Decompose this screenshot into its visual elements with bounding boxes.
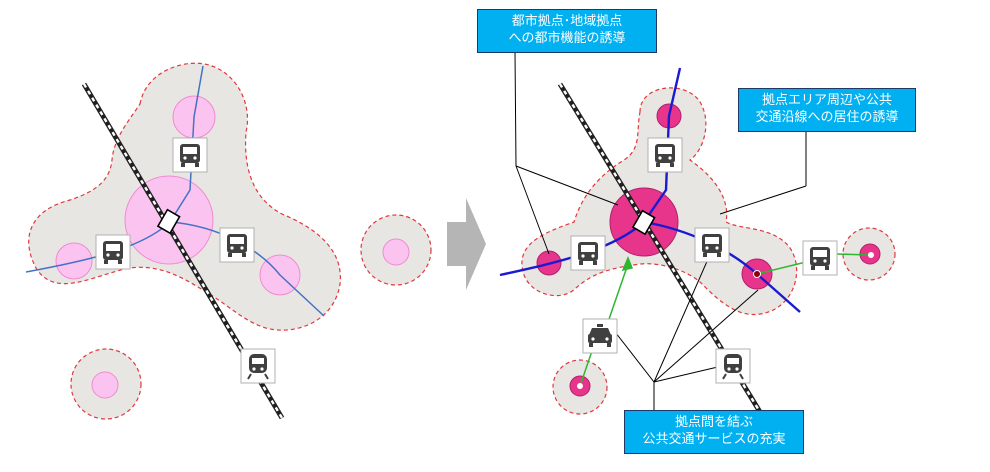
callout-text: 拠点間を結ぶ — [674, 415, 753, 430]
callout-text: への都市機能の誘導 — [508, 31, 626, 46]
route-node — [577, 383, 583, 389]
callout-text: 都市拠点･地域拠点 — [511, 14, 623, 29]
left-panel — [25, 62, 432, 420]
leader-lines — [514, 51, 807, 410]
hub-west — [55, 242, 93, 280]
callout-text: 公共交通サービスの充実 — [642, 432, 786, 447]
bus-icon — [647, 137, 683, 173]
route-node — [753, 270, 761, 278]
bus-icon — [95, 234, 131, 270]
bus-icon — [802, 240, 838, 276]
callout-text: 交通沿線への居住の誘導 — [755, 110, 899, 125]
callout-transit: 拠点間を結ぶ 公共交通サービスの充実 — [624, 410, 804, 454]
bus-icon — [172, 137, 208, 173]
bus-icon — [570, 235, 606, 271]
right-arrow-icon — [447, 198, 486, 290]
green-routes — [579, 253, 872, 387]
callout-urban-functions: 都市拠点･地域拠点 への都市機能の誘導 — [477, 9, 657, 53]
hub-satellite-right — [382, 238, 410, 266]
bus-icon — [219, 227, 255, 263]
station-icon — [156, 208, 181, 235]
callout-text: 拠点エリア周辺や公共 — [761, 93, 892, 108]
bus-icon — [694, 227, 730, 263]
train-icon — [715, 348, 751, 384]
route-node — [868, 252, 874, 258]
train-icon — [240, 348, 276, 384]
callout-residence: 拠点エリア周辺や公共 交通沿線への居住の誘導 — [738, 88, 916, 132]
taxi-icon — [582, 318, 618, 354]
hub-satellite-bottom — [91, 371, 119, 399]
station-icon — [631, 209, 656, 236]
right-panel — [499, 51, 896, 415]
